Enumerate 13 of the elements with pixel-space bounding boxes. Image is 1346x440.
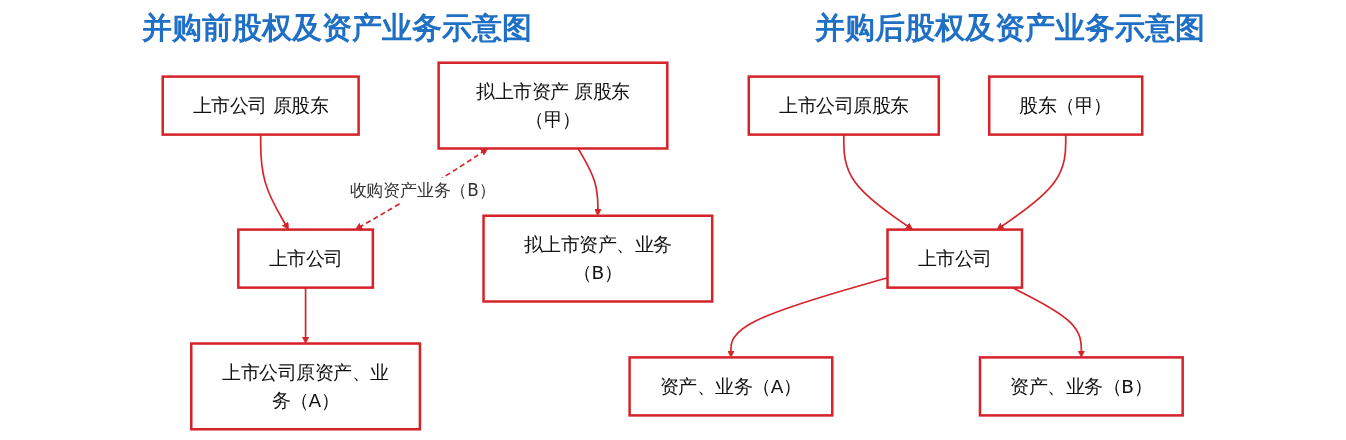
node-box: 上市公司原资产、业务（A） bbox=[190, 342, 422, 431]
node-box: 资产、业务（A） bbox=[628, 356, 834, 417]
diagram-heading: 并购前股权及资产业务示意图 bbox=[141, 8, 532, 47]
edge-label: 收购资产业务（B） bbox=[349, 180, 496, 201]
node-box: 上市公司 bbox=[886, 228, 1024, 289]
node-box: 拟上市资产、业务（B） bbox=[482, 214, 714, 303]
node-box: 拟上市资产 原股东（甲） bbox=[437, 61, 669, 150]
node-box: 上市公司 原股东 bbox=[161, 75, 361, 136]
node-box: 股东（甲） bbox=[988, 75, 1144, 136]
node-box: 上市公司 bbox=[237, 228, 375, 289]
diagram-heading: 并购后股权及资产业务示意图 bbox=[814, 8, 1205, 47]
node-box: 资产、业务（B） bbox=[979, 356, 1185, 417]
node-box: 上市公司原股东 bbox=[747, 75, 941, 136]
